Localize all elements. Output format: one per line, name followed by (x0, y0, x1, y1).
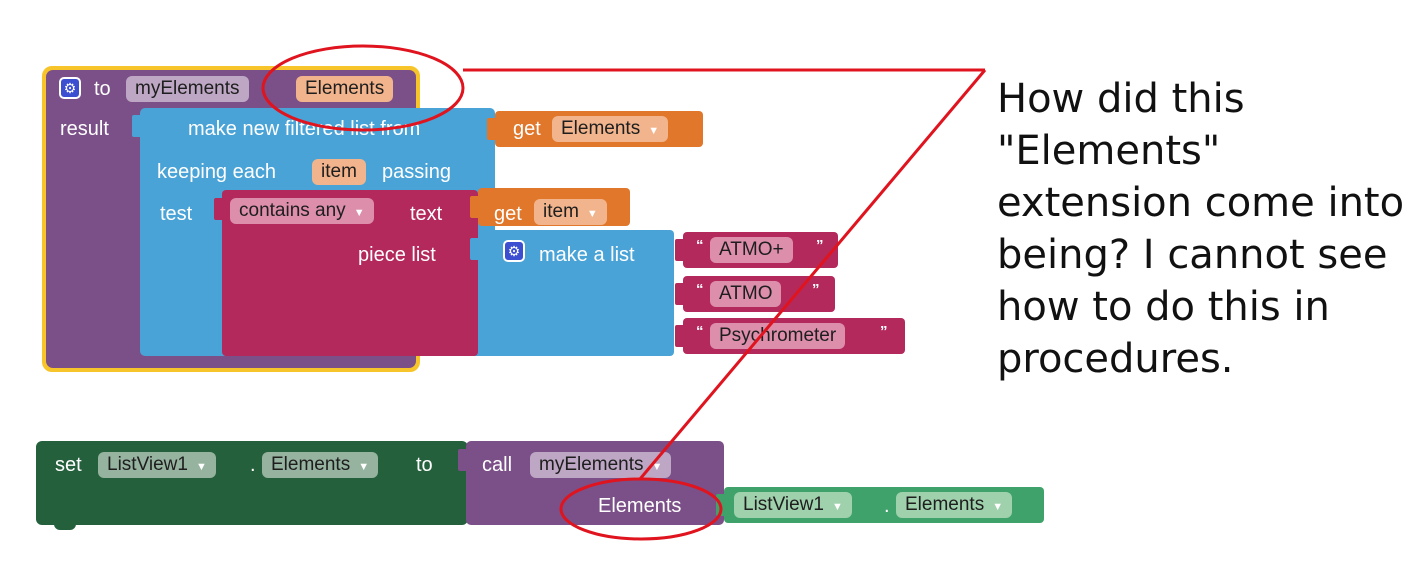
open-quote-icon: “ (696, 237, 704, 254)
contains-text-label: text (410, 203, 443, 225)
string-field-2[interactable]: ATMO (710, 281, 782, 307)
dropdown-arrow-icon: ▼ (992, 501, 1004, 513)
string-field-3[interactable]: Psychrometer (710, 323, 846, 349)
getter-property-text: Elements (905, 494, 985, 515)
filter-title: make new filtered list from (188, 118, 421, 140)
open-quote-icon: “ (696, 281, 704, 298)
setter-to-label: to (416, 454, 433, 476)
open-quote-icon: “ (696, 323, 704, 340)
set-block-tab (54, 520, 76, 530)
setter-dot: . (250, 454, 256, 476)
setter-property-text: Elements (271, 454, 351, 475)
call-arg-label: Elements (598, 495, 682, 517)
make-list-connector (470, 238, 480, 260)
filter-connector (132, 115, 142, 137)
annotation-text: How did this "Elements" extension come i… (997, 76, 1405, 382)
keeping-each-label: keeping each (157, 161, 276, 183)
getter-component-text: ListView1 (743, 494, 824, 515)
get-item-var: item (543, 201, 579, 222)
call-proc-dropdown[interactable]: myElements ▼ (530, 452, 672, 478)
string-field-1[interactable]: ATMO+ (710, 237, 793, 263)
annotation-circle-top (261, 44, 465, 132)
call-proc-text: myElements (539, 454, 644, 475)
gear-icon[interactable]: ⚙ (503, 240, 525, 262)
call-connector (458, 449, 468, 471)
close-quote-icon: ” (880, 323, 888, 340)
set-label: set (55, 454, 82, 476)
getter-property-dropdown[interactable]: Elements ▼ (896, 492, 1013, 518)
annotation-circle-bottom (559, 477, 723, 541)
string-connector (675, 283, 685, 305)
string-connector (675, 239, 685, 261)
procedure-name-field[interactable]: myElements (126, 76, 249, 102)
dropdown-arrow-icon: ▼ (831, 501, 843, 513)
get-elements-label: get (513, 118, 541, 140)
procedure-result-label: result (60, 118, 109, 140)
get-elements-connector (487, 118, 497, 140)
close-quote-icon: ” (812, 281, 820, 298)
setter-component-dropdown[interactable]: ListView1 ▼ (98, 452, 216, 478)
get-elements-dropdown[interactable]: Elements ▼ (552, 116, 669, 142)
annotation-line-diagonal (638, 69, 987, 480)
contains-op-dropdown[interactable]: contains any ▼ (230, 198, 374, 224)
procedure-to-label: to (94, 78, 111, 100)
contains-connector (214, 198, 224, 220)
piece-list-label: piece list (358, 244, 436, 266)
getter-component-dropdown[interactable]: ListView1 ▼ (734, 492, 852, 518)
gear-icon[interactable]: ⚙ (59, 77, 81, 99)
call-label: call (482, 454, 513, 476)
get-elements-var: Elements (561, 118, 641, 139)
get-item-dropdown[interactable]: item ▼ (534, 199, 607, 225)
dropdown-arrow-icon: ▼ (648, 125, 660, 137)
get-item-connector (470, 196, 480, 218)
procedure-notch (46, 111, 134, 133)
make-list-label: make a list (539, 244, 635, 266)
string-connector (675, 325, 685, 347)
setter-component-text: ListView1 (107, 454, 188, 475)
dropdown-arrow-icon: ▼ (586, 208, 598, 220)
get-item-label: get (494, 203, 522, 225)
passing-label: passing (382, 161, 451, 183)
item-var-field[interactable]: item (312, 159, 366, 185)
close-quote-icon: ” (816, 237, 824, 254)
getter-dot: . (884, 495, 890, 517)
test-label: test (160, 203, 193, 225)
dropdown-arrow-icon: ▼ (358, 461, 370, 473)
dropdown-arrow-icon: ▼ (195, 461, 207, 473)
setter-property-dropdown[interactable]: Elements ▼ (262, 452, 379, 478)
dropdown-arrow-icon: ▼ (651, 461, 663, 473)
contains-op-text: contains any (239, 200, 346, 221)
dropdown-arrow-icon: ▼ (353, 207, 365, 219)
procedure-param-field[interactable]: Elements (296, 76, 394, 102)
